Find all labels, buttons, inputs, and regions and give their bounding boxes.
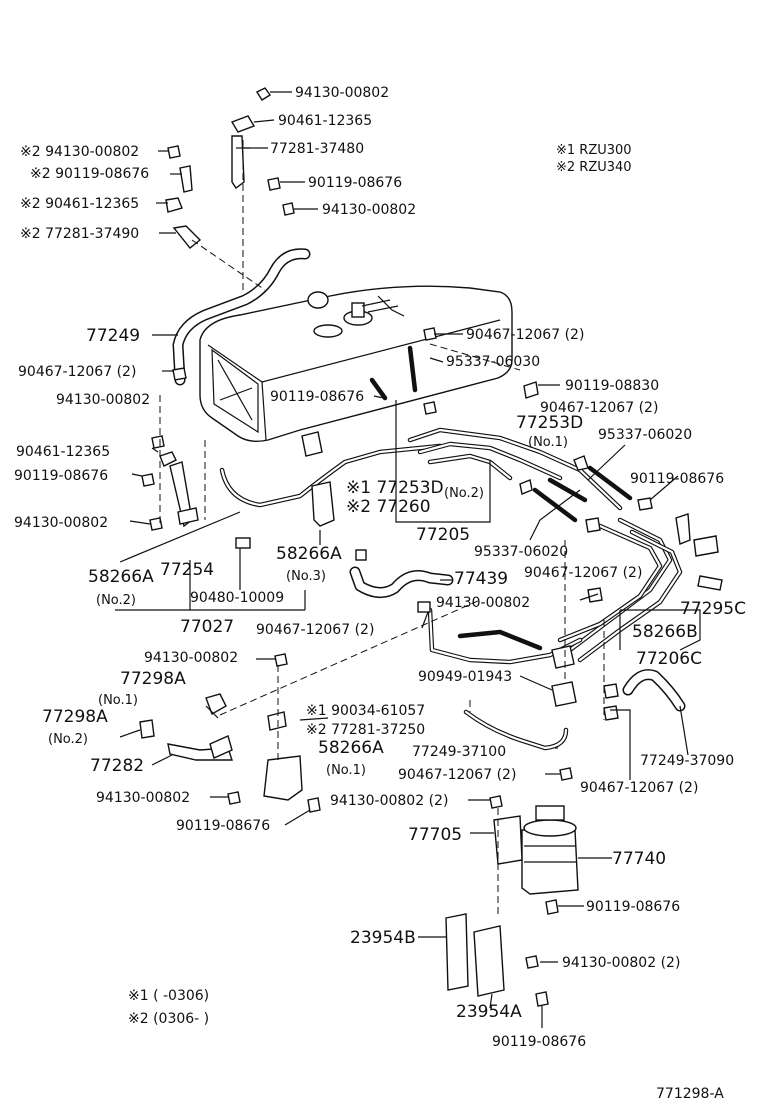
label-77249-37090: 77249-37090: [640, 753, 734, 769]
legend-date-2: ※2 (0306- ): [128, 1011, 209, 1027]
label-77253d: 77253D: [516, 413, 583, 433]
label-90480-10009: 90480-10009: [190, 590, 284, 606]
label-94130-00802-rzu340: ※2 94130-00802: [20, 144, 139, 160]
label-90949-01943: 90949-01943: [418, 669, 512, 685]
hose-95337-06030: [407, 345, 418, 393]
label-23954b: 23954B: [350, 928, 416, 948]
label-90467-12067: 90467-12067 (2): [540, 400, 658, 416]
label-90119-08676-rzu340: ※2 90119-08676: [30, 166, 149, 182]
part-labels: 94130-00802 90461-12365 77281-37480 9011…: [14, 85, 746, 1050]
legend-date-1: ※1 ( -0306): [128, 988, 209, 1004]
label-94130-00802: 94130-00802: [295, 85, 389, 101]
canister-brackets: [445, 815, 549, 1007]
label-90034-61057-rzu300: ※1 90034-61057: [306, 703, 425, 719]
left-bracket-parts: [141, 367, 199, 531]
label-94130-00802: 94130-00802: [144, 650, 238, 666]
label-77705: 77705: [408, 825, 462, 845]
label-90461-12365: 90461-12365: [278, 113, 372, 129]
label-77281-37250-rzu340: ※2 77281-37250: [306, 722, 425, 738]
label-90119-08676: 90119-08676: [630, 471, 724, 487]
hose-95337-06020-b: [532, 487, 578, 523]
label-90461-12365-rzu340: ※2 90461-12365: [20, 196, 139, 212]
assembly-lines: [159, 140, 605, 918]
pipe-lower-b: [457, 629, 543, 651]
hose-small: [369, 377, 388, 401]
label-90119-08676: 90119-08676: [270, 389, 364, 405]
pipe-bundle-77205: [407, 427, 623, 511]
label-no1: (No.1): [98, 693, 138, 708]
hose-95337-06020-c: [587, 465, 633, 501]
label-77295c: 77295C: [680, 599, 746, 619]
label-94130-00802: 94130-00802: [436, 595, 530, 611]
label-no1: (No.1): [528, 435, 568, 450]
label-77206c: 77206C: [636, 649, 702, 669]
label-no3: (No.3): [286, 569, 326, 584]
fuel-tank: [199, 285, 513, 443]
label-90467-12067: 90467-12067 (2): [18, 364, 136, 380]
label-94130-00802: 94130-00802 (2): [562, 955, 680, 971]
top-bracket-assembly: [165, 87, 295, 249]
label-90119-08676: 90119-08676: [586, 899, 680, 915]
diagram-code: 771298-A: [656, 1086, 724, 1102]
model-legend: ※1 RZU300 ※2 RZU340 ※1 ( -0306) ※2 (0306…: [128, 143, 632, 1027]
label-77281-37480: 77281-37480: [270, 141, 364, 157]
label-90461-12365: 90461-12365: [16, 444, 110, 460]
hose-95337-06020-a: [547, 477, 588, 503]
label-77740: 77740: [612, 849, 666, 869]
label-90467-12067: 90467-12067 (2): [256, 622, 374, 638]
label-77298a: 77298A: [120, 669, 186, 689]
pipe-bundle-77206c: [557, 517, 683, 663]
label-95337-06020: 95337-06020: [598, 427, 692, 443]
label-23954a: 23954A: [456, 1002, 522, 1022]
label-58266a: 58266A: [276, 544, 342, 564]
label-90467-12067: 90467-12067 (2): [580, 780, 698, 796]
label-77027: 77027: [180, 617, 234, 637]
label-90467-12067: 90467-12067 (2): [524, 565, 642, 581]
label-58266a: 58266A: [88, 567, 154, 587]
label-no1: (No.1): [326, 763, 366, 778]
hose-77249-37100: [463, 709, 569, 751]
label-94130-00802: 94130-00802: [322, 202, 416, 218]
label-77254: 77254: [160, 560, 214, 580]
label-77439: 77439: [454, 569, 508, 589]
label-90119-08830: 90119-08830: [565, 378, 659, 394]
label-94130-00802: 94130-00802 (2): [330, 793, 448, 809]
label-77249-37100: 77249-37100: [412, 744, 506, 760]
label-58266a: 58266A: [318, 738, 384, 758]
legend-model-1: ※1 RZU300: [556, 143, 632, 158]
charcoal-canister-77740: [521, 805, 579, 915]
label-94130-00802: 94130-00802: [56, 392, 150, 408]
label-no2: (No.2): [444, 486, 484, 501]
label-90119-08676: 90119-08676: [308, 175, 402, 191]
label-95337-06020: 95337-06020: [474, 544, 568, 560]
clips-and-fittings: [235, 327, 723, 809]
label-77281-37490-rzu340: ※2 77281-37490: [20, 226, 139, 242]
label-no2: (No.2): [48, 732, 88, 747]
label-95337-06030: 95337-06030: [446, 354, 540, 370]
label-90119-08676: 90119-08676: [14, 468, 108, 484]
label-77205: 77205: [416, 525, 470, 545]
label-77260-rzu340: ※2 77260: [346, 497, 431, 517]
lower-left-brackets: [139, 653, 321, 813]
label-77253d-rzu300: ※1 77253D: [346, 478, 444, 498]
leader-lines: [115, 91, 701, 1028]
label-no2: (No.2): [96, 593, 136, 608]
label-90467-12067: 90467-12067 (2): [398, 767, 516, 783]
label-90119-08676: 90119-08676: [492, 1034, 586, 1050]
label-58266b: 58266B: [632, 622, 698, 642]
label-94130-00802: 94130-00802: [96, 790, 190, 806]
label-77249: 77249: [86, 326, 140, 346]
label-94130-00802: 94130-00802: [14, 515, 108, 531]
label-90119-08676: 90119-08676: [176, 818, 270, 834]
label-77298a: 77298A: [42, 707, 108, 727]
legend-model-2: ※2 RZU340: [556, 160, 632, 175]
label-90467-12067: 90467-12067 (2): [466, 327, 584, 343]
label-77282: 77282: [90, 756, 144, 776]
